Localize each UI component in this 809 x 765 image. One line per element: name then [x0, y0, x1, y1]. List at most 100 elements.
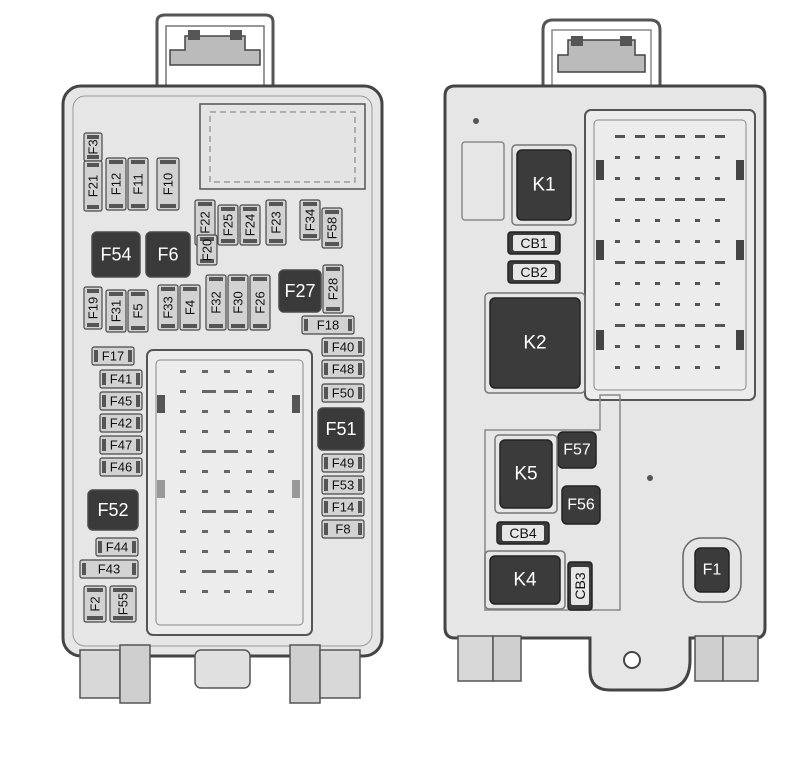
fuse-contact [87, 616, 103, 620]
top-latch [169, 35, 261, 66]
fuse-f49: F49 [321, 453, 365, 473]
fuse-body [79, 559, 139, 579]
fuse-contact [209, 277, 223, 281]
latch [596, 240, 604, 260]
fuse-label: F8 [335, 522, 350, 537]
fuse-contact [231, 277, 245, 281]
pin [675, 240, 680, 243]
fuse-label: F2 [88, 596, 103, 611]
pin [246, 510, 252, 513]
fuse-body [91, 346, 135, 366]
fuse-label: F54 [100, 245, 131, 265]
pin [695, 240, 700, 243]
fuse-body [127, 289, 149, 333]
component-label: F57 [563, 442, 591, 459]
fuse-label: F5 [131, 303, 146, 318]
fuse-label: F20 [200, 239, 215, 261]
pin [635, 345, 640, 348]
fuse-body [265, 199, 287, 246]
pin [655, 282, 660, 285]
fuse-label: F12 [109, 173, 124, 195]
fuse-body [557, 431, 597, 469]
fuse-f58: F58 [321, 207, 343, 249]
latch-tab [230, 30, 242, 40]
pin [246, 530, 252, 533]
pin [695, 366, 700, 369]
pin [180, 570, 186, 573]
fuse-contact [161, 287, 175, 291]
fuse-body [105, 289, 127, 333]
fuse-label: F58 [325, 217, 340, 239]
pin [180, 370, 186, 373]
latch-tab [620, 36, 632, 46]
fuse-label: F22 [198, 211, 213, 233]
component-label: CB1 [520, 235, 547, 251]
fuse-f6: F6 [145, 231, 191, 278]
fuse-f43: F43 [79, 559, 139, 579]
fuse-contact [269, 239, 283, 243]
fuse-contact [136, 439, 140, 451]
fuse-contact [102, 373, 106, 385]
fuse-f52: F52 [87, 489, 139, 531]
component-k2: K2 [484, 292, 586, 394]
fuse-f30: F30 [227, 274, 249, 331]
fuse-contact [304, 319, 308, 331]
pin [615, 219, 620, 222]
pin [224, 390, 238, 393]
fuse-body [321, 519, 365, 539]
fuse-contact [200, 259, 214, 263]
fuse-label: F44 [106, 540, 128, 555]
fuse-body [105, 157, 127, 211]
fuse-label: F27 [284, 281, 315, 301]
fuse-contact [160, 160, 176, 164]
pin [268, 570, 274, 573]
pin [655, 261, 665, 264]
latch-tab [571, 36, 583, 46]
fuse-body [87, 489, 139, 531]
fuse-body [217, 204, 239, 246]
fuse-label: F46 [110, 460, 132, 475]
fuse-contact [325, 242, 339, 246]
latch [736, 330, 744, 350]
mount-hole [623, 651, 641, 669]
right-connector-inner [593, 119, 747, 391]
bottom-foot [457, 635, 494, 682]
fuse-label: F33 [161, 296, 176, 318]
pin [246, 390, 252, 393]
fuse-label: F53 [332, 478, 354, 493]
top-clip-inner [551, 29, 652, 90]
latch [292, 395, 300, 413]
pin [615, 345, 620, 348]
fuse-body [95, 537, 139, 557]
pin [615, 282, 620, 285]
fuse-contact [113, 588, 133, 592]
fuse-contact [161, 324, 175, 328]
fuse-body [239, 204, 261, 246]
pin [224, 470, 230, 473]
fuse-f42: F42 [99, 413, 143, 433]
pin [715, 219, 720, 222]
fuse-body [321, 475, 365, 495]
pin [180, 450, 186, 453]
relay-socket [484, 550, 566, 610]
connector-pins [157, 370, 300, 593]
pin [695, 282, 700, 285]
pin [202, 370, 208, 373]
right-connector [584, 109, 756, 401]
fuse-f25: F25 [217, 204, 239, 246]
fuse-contact [358, 479, 362, 491]
pin [675, 324, 685, 327]
fuse-body [127, 157, 149, 211]
fuse-label: F40 [332, 340, 354, 355]
pin [202, 530, 208, 533]
fuse-contact [324, 363, 328, 375]
breaker-face [502, 525, 544, 541]
component-k5: K5 [494, 434, 558, 514]
pin [695, 261, 705, 264]
fuse-contact [136, 417, 140, 429]
top-clip [541, 18, 662, 90]
pin [675, 345, 680, 348]
fuse-contact [358, 387, 362, 399]
pin [246, 490, 252, 493]
